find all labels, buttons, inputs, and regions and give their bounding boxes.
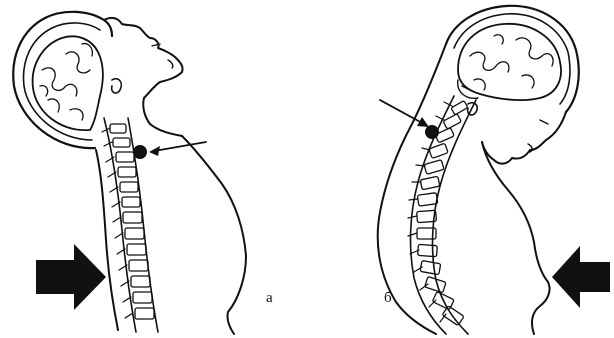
vertebrae-a [110,124,154,319]
head-profile-a [104,18,183,136]
injury-marker-b [425,125,439,139]
body-front-a [182,136,246,334]
spine-b [408,96,476,334]
head-profile-b [482,112,566,164]
brain-b [458,24,561,100]
spine-a [102,118,158,332]
panel-label-a: а [266,290,273,306]
vertebrae-b [417,101,468,326]
pointer-arrow-line-a [154,142,206,151]
panel-label-b: б [384,290,392,306]
panel-b: б [378,6,610,334]
force-arrow-a [36,244,106,310]
force-arrow-b [552,246,610,308]
panel-a: а [13,12,273,334]
ear-a [112,79,122,93]
pointer-arrow-head-a [149,146,160,156]
injury-marker-a [133,145,147,159]
body-front-b [482,142,550,334]
skull-outline-a [13,12,112,148]
brain-a [33,36,103,130]
